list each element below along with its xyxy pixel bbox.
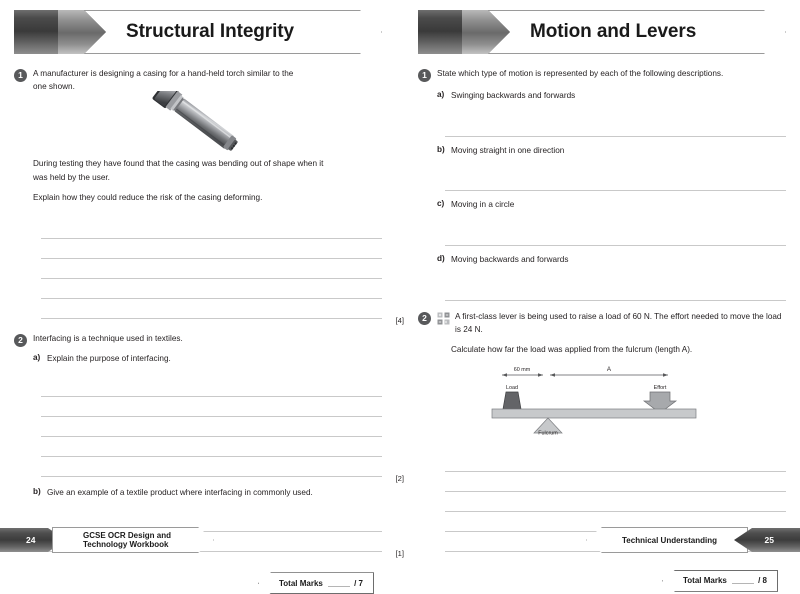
subpart-text: Moving in a circle	[451, 199, 514, 212]
total-marks-value: / 8	[758, 576, 767, 585]
question-1-paragraph-2: Explain how they could reduce the risk o…	[33, 191, 343, 204]
subpart-text: Explain the purpose of interfacing.	[47, 353, 171, 366]
dimension-label-A: A	[607, 366, 612, 373]
answer-line[interactable]	[41, 457, 382, 477]
left-page-banner: Structural Integrity	[14, 10, 382, 54]
question-2: 2 A first-class lever is being used to r…	[418, 311, 786, 552]
answer-line[interactable]	[41, 397, 382, 417]
total-marks-box: Total Marks / 7	[258, 572, 374, 594]
footer-text-left: GCSE OCR Design and Technology Workbook	[83, 531, 213, 549]
answer-line[interactable]	[41, 279, 382, 299]
total-marks-write-rule[interactable]	[328, 586, 350, 587]
question-2b: b) Give an example of a textile product …	[33, 487, 382, 500]
lever-diagram-container: 60 mm A Load Effort Fulcrum	[478, 363, 786, 440]
question-1-text: State which type of motion is represente…	[437, 68, 723, 81]
question-1d-answer-area[interactable]: [1]	[445, 281, 786, 301]
question-number-badge: 2	[14, 334, 27, 347]
question-1c: c) Moving in a circle	[437, 199, 786, 212]
question-2-instruction: Calculate how far the load was applied f…	[451, 344, 786, 357]
answer-line[interactable]	[445, 281, 786, 301]
left-page: Structural Integrity 1 A manufacturer is…	[0, 0, 400, 566]
answer-line[interactable]	[41, 219, 382, 239]
total-marks-value: / 7	[354, 579, 363, 588]
workbook-spread: Structural Integrity 1 A manufacturer is…	[0, 0, 800, 566]
total-marks-box: Total Marks / 8	[662, 570, 778, 592]
total-marks-write-rule[interactable]	[732, 583, 754, 584]
answer-line[interactable]	[445, 452, 786, 472]
left-total-marks-wrap: Total Marks / 7	[14, 572, 374, 594]
hand-held-torch-photo	[151, 91, 281, 153]
effort-label: Effort	[654, 385, 667, 391]
page-title: Motion and Levers	[530, 21, 696, 43]
answer-line[interactable]	[41, 417, 382, 437]
dimension-label-60mm: 60 mm	[514, 367, 531, 373]
answer-line[interactable]	[445, 171, 786, 191]
question-1-paragraph-1: During testing they have found that the …	[33, 157, 333, 183]
left-page-footer: 24 GCSE OCR Design and Technology Workbo…	[0, 528, 214, 552]
footer-bar-right: Technical Understanding	[586, 527, 748, 553]
answer-line[interactable]	[41, 259, 382, 279]
question-1: 1 State which type of motion is represen…	[418, 68, 786, 301]
question-2: 2 Interfacing is a technique used in tex…	[14, 333, 382, 552]
subpart-label: c)	[437, 199, 451, 208]
question-1: 1 A manufacturer is designing a casing f…	[14, 68, 382, 319]
answer-line[interactable]	[41, 299, 382, 319]
subpart-label: a)	[33, 353, 47, 362]
answer-line[interactable]	[445, 117, 786, 137]
question-1b-answer-area[interactable]: [1]	[445, 171, 786, 191]
question-1-header: 1 State which type of motion is represen…	[418, 68, 786, 82]
right-total-marks-wrap: Total Marks / 8	[418, 570, 778, 592]
question-1d: d) Moving backwards and forwards	[437, 254, 786, 267]
torch-image-container	[33, 93, 382, 157]
subpart-label: b)	[33, 487, 47, 496]
total-marks-label: Total Marks	[279, 579, 323, 588]
question-2-text: Interfacing is a technique used in texti…	[33, 333, 183, 346]
question-number-badge: 1	[14, 69, 27, 82]
question-1a-answer-area[interactable]: [1]	[445, 117, 786, 137]
question-1-answer-area[interactable]: [4]	[41, 219, 382, 319]
fulcrum-label: Fulcrum	[538, 430, 558, 435]
subpart-label: d)	[437, 254, 451, 263]
answer-line[interactable]	[41, 377, 382, 397]
question-2-header: 2 Interfacing is a technique used in tex…	[14, 333, 382, 347]
right-page-footer: Technical Understanding 25	[586, 528, 800, 552]
load-label: Load	[506, 385, 518, 391]
question-2-text: A first-class lever is being used to rai…	[455, 311, 786, 336]
answer-line[interactable]	[41, 437, 382, 457]
answer-line[interactable]	[41, 239, 382, 259]
question-2-header: 2 A first-class lever is being used to r…	[418, 311, 786, 336]
subpart-text: Moving backwards and forwards	[451, 254, 568, 267]
subpart-label: b)	[437, 145, 451, 154]
right-page-banner: Motion and Levers	[418, 10, 786, 54]
question-1c-answer-area[interactable]: [1]	[445, 226, 786, 246]
question-number-badge: 2	[418, 312, 431, 325]
question-number-badge: 1	[418, 69, 431, 82]
first-class-lever-diagram: 60 mm A Load Effort Fulcrum	[478, 363, 710, 435]
question-1-header: 1 A manufacturer is designing a casing f…	[14, 68, 382, 93]
question-1-text: A manufacturer is designing a casing for…	[33, 68, 301, 93]
answer-line[interactable]	[445, 226, 786, 246]
subpart-text: Give an example of a textile product whe…	[47, 487, 313, 500]
answer-line[interactable]	[445, 492, 786, 512]
right-page: Motion and Levers 1 State which type of …	[400, 0, 800, 566]
calculation-icon	[437, 312, 450, 325]
question-2a-answer-area[interactable]: [2]	[41, 377, 382, 477]
question-1a: a) Swinging backwards and forwards	[437, 90, 786, 103]
subpart-label: a)	[437, 90, 451, 99]
footer-text-right: Technical Understanding	[622, 536, 717, 545]
footer-bar-left: GCSE OCR Design and Technology Workbook	[52, 527, 214, 553]
question-1b: b) Moving straight in one direction	[437, 145, 786, 158]
subpart-text: Swinging backwards and forwards	[451, 90, 575, 103]
subpart-text: Moving straight in one direction	[451, 145, 564, 158]
question-2a: a) Explain the purpose of interfacing.	[33, 353, 382, 366]
page-title: Structural Integrity	[126, 21, 294, 43]
answer-line[interactable]	[445, 472, 786, 492]
total-marks-label: Total Marks	[683, 576, 727, 585]
